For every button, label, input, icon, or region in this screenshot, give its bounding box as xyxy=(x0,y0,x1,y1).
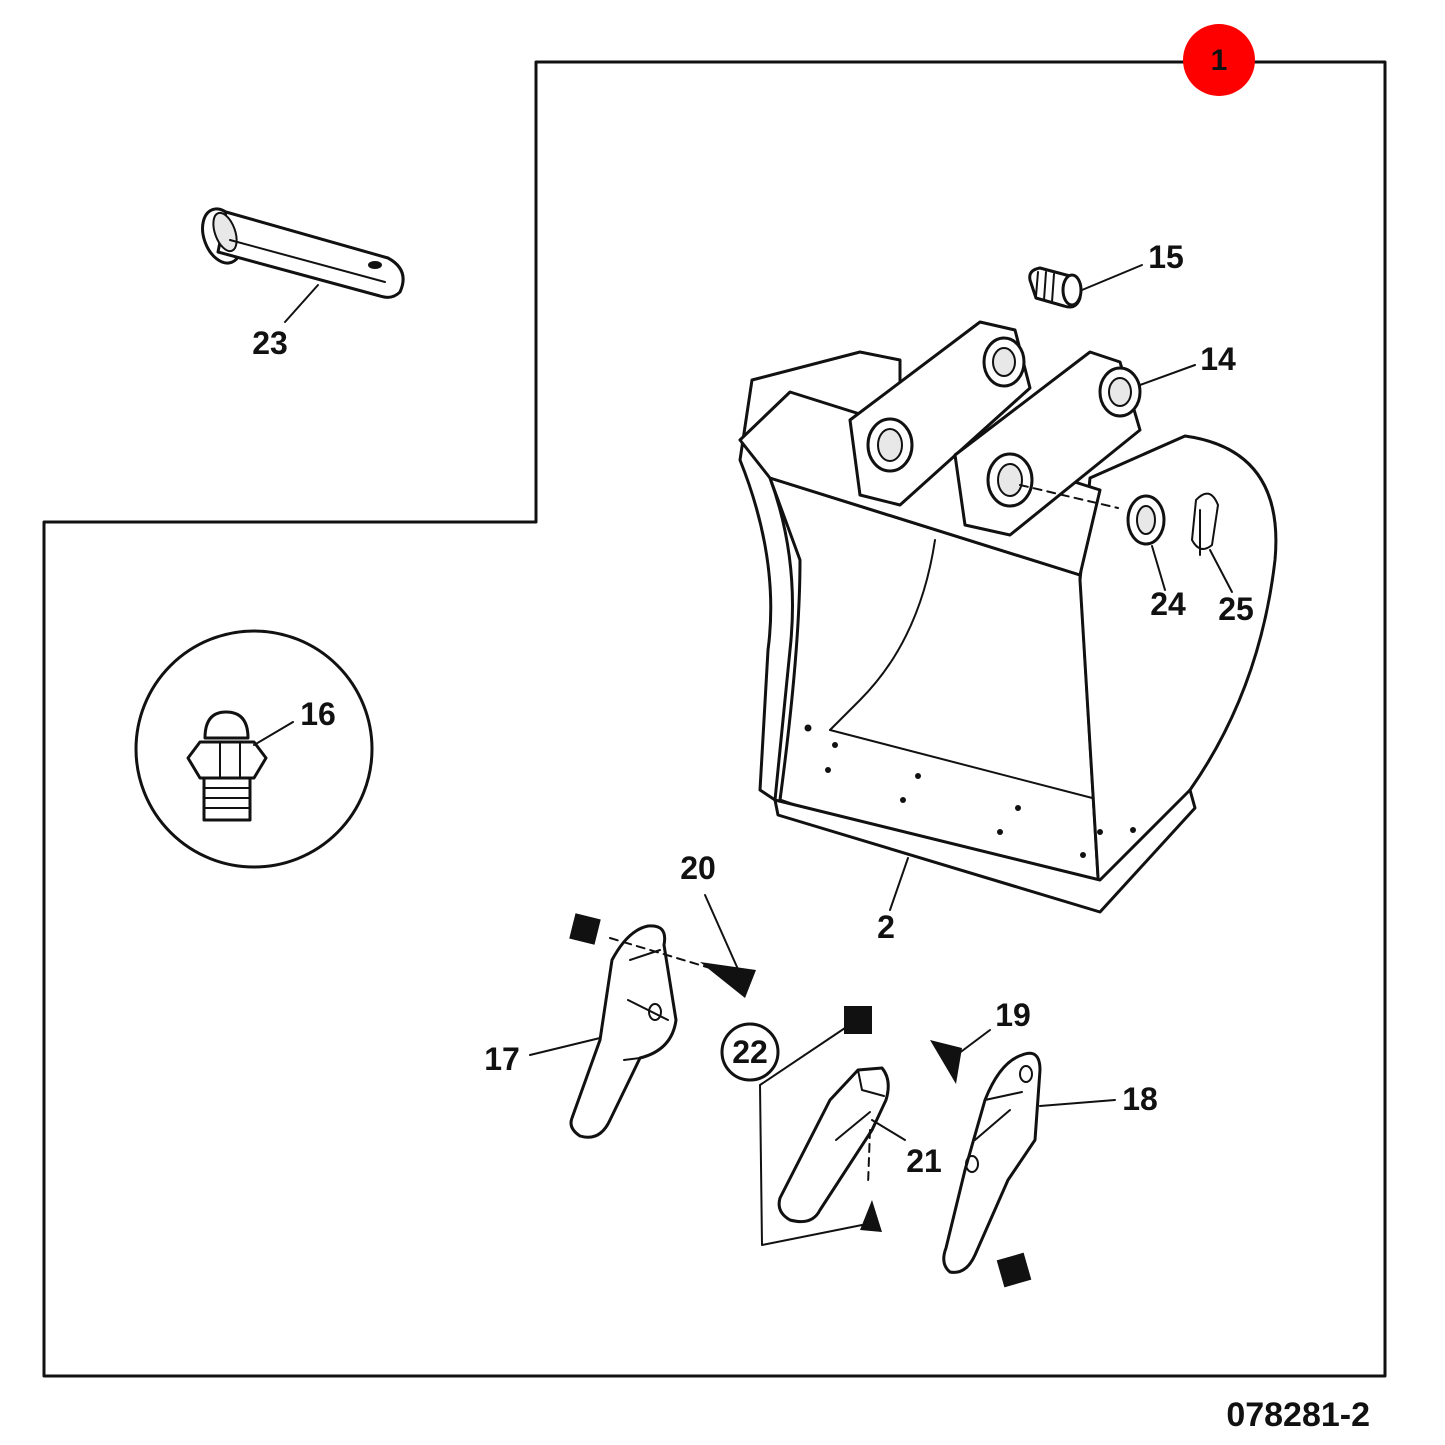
dash-line-17 xyxy=(609,937,711,969)
callout-24: 24 xyxy=(1150,586,1186,622)
center-tooth-icon xyxy=(777,1066,890,1224)
grease-nipple-icon xyxy=(186,710,268,822)
leader-23 xyxy=(284,284,319,323)
leader-14 xyxy=(1139,364,1196,386)
drawing-number: 078281-2 xyxy=(1226,1396,1370,1434)
leader-18 xyxy=(1039,1099,1116,1107)
callout-20: 20 xyxy=(680,850,716,886)
square-marker-1 xyxy=(569,913,601,945)
callout-18: 18 xyxy=(1122,1081,1158,1117)
sheet-badge[interactable]: 1 xyxy=(1183,24,1255,96)
callout-25: 25 xyxy=(1218,591,1254,627)
diagram-frame xyxy=(42,60,1387,1378)
leader-16 xyxy=(253,721,294,746)
callout-16: 16 xyxy=(300,696,336,732)
leader-20 xyxy=(704,894,746,986)
callout-22: 22 xyxy=(732,1034,768,1070)
bucket-icon xyxy=(738,320,1278,914)
sheet-badge-circle xyxy=(1183,24,1255,96)
side-tooth-left-icon xyxy=(569,924,678,1139)
square-marker-3 xyxy=(996,1252,1032,1288)
callout-15: 15 xyxy=(1148,239,1184,275)
dash-line-21 xyxy=(867,1129,871,1186)
triangle-marker-21 xyxy=(860,1200,882,1232)
leader-24 xyxy=(1151,545,1166,591)
leader-25 xyxy=(1209,549,1233,593)
callout-2: 2 xyxy=(877,909,895,945)
callout-19: 19 xyxy=(995,997,1031,1033)
callout-17: 17 xyxy=(484,1041,520,1077)
leader-17 xyxy=(529,1037,601,1056)
side-tooth-right-icon xyxy=(942,1051,1042,1274)
leader-22 xyxy=(759,1027,863,1246)
triangle-marker-19 xyxy=(930,1040,962,1084)
square-marker-2 xyxy=(844,1006,872,1034)
leader-21 xyxy=(871,1119,906,1141)
callout-14: 14 xyxy=(1200,341,1236,377)
leader-15 xyxy=(1081,264,1143,291)
triangle-marker-20 xyxy=(700,962,756,998)
grease-nipple-detail-circle xyxy=(134,629,374,869)
pivot-pin-icon xyxy=(201,207,405,299)
leader-19 xyxy=(949,1029,991,1061)
callout-23: 23 xyxy=(252,325,288,361)
leader-2 xyxy=(889,857,909,911)
sheet-badge-label: 1 xyxy=(1211,44,1228,77)
callout-21: 21 xyxy=(906,1143,942,1179)
callout-circle-22 xyxy=(720,1022,780,1082)
bush-icon xyxy=(1028,266,1083,309)
